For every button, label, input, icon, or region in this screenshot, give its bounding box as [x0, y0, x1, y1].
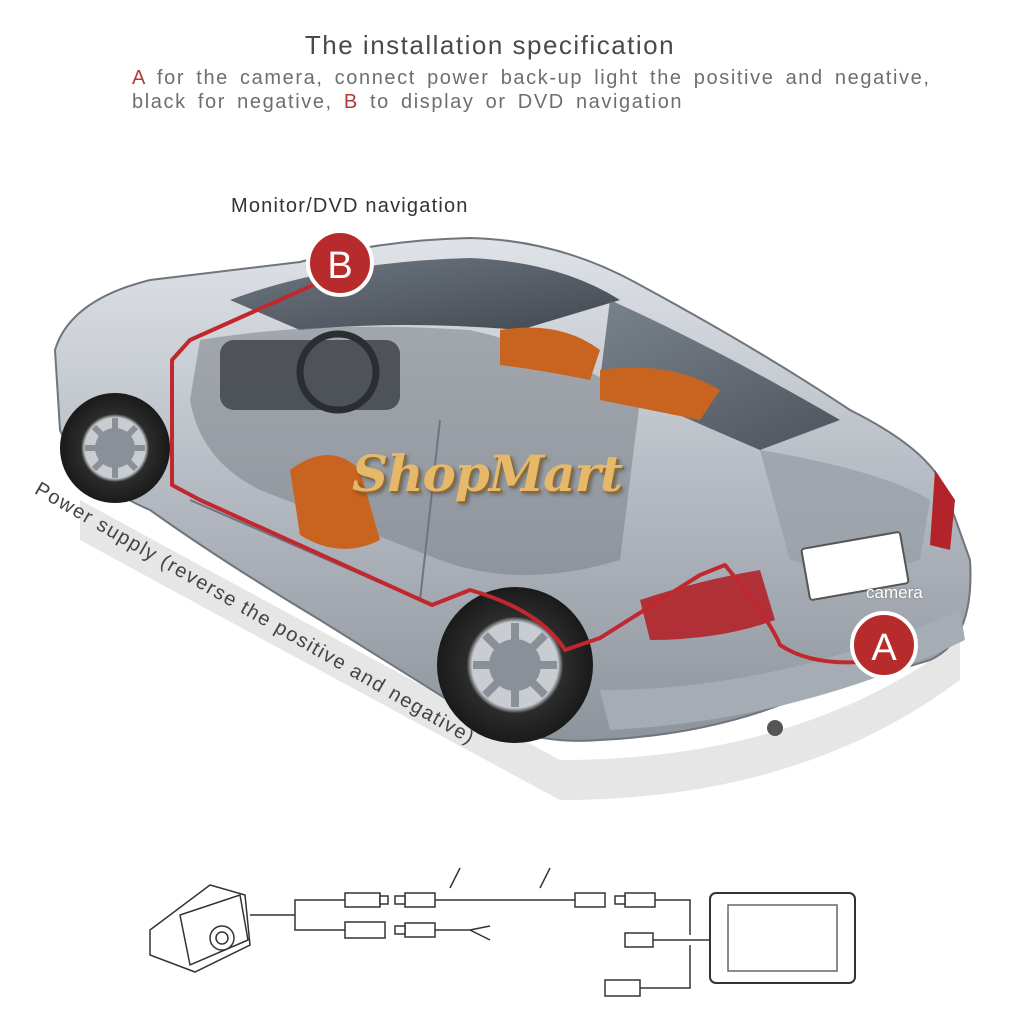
desc-part-1: for the camera, connect power back-up li… — [145, 67, 931, 89]
dashboard — [220, 340, 400, 410]
watermark-logo: ShopMart — [352, 444, 623, 503]
rear-bumper — [600, 610, 965, 730]
marker-a: A — [850, 611, 918, 679]
rear-window — [600, 300, 840, 450]
marker-a-label: A — [871, 627, 897, 669]
page-title: The installation specification — [304, 30, 676, 60]
front-seat — [290, 455, 380, 549]
marker-b-label: B — [327, 245, 352, 287]
car-illustration — [53, 236, 972, 800]
rca-connector-icon — [344, 892, 436, 939]
desc-part-2: black for negative, — [132, 91, 344, 113]
monitor-display-icon — [709, 892, 856, 984]
rear-seat-right — [600, 367, 720, 420]
monitor-label: Monitor/DVD navigation — [231, 195, 469, 217]
taillight-right — [930, 470, 955, 550]
wiring-schematic — [149, 867, 856, 997]
rca-connector-icon-2 — [574, 892, 656, 997]
rear-wheel — [437, 587, 593, 743]
camera-label: camera — [866, 583, 923, 602]
desc-part-3: to display or DVD navigation — [358, 91, 684, 113]
exhaust-pipe — [767, 720, 783, 736]
wiring-route — [170, 280, 861, 665]
backup-camera-icon — [149, 884, 251, 973]
desc-letter-b: B — [343, 91, 359, 113]
description: A for the camera, connect power back-up … — [132, 66, 982, 114]
rear-seat-left — [500, 327, 600, 380]
license-plate — [800, 531, 910, 601]
front-wheel — [60, 393, 170, 503]
desc-letter-a: A — [132, 67, 146, 89]
marker-b: B — [306, 229, 374, 297]
steering-wheel — [296, 330, 380, 414]
